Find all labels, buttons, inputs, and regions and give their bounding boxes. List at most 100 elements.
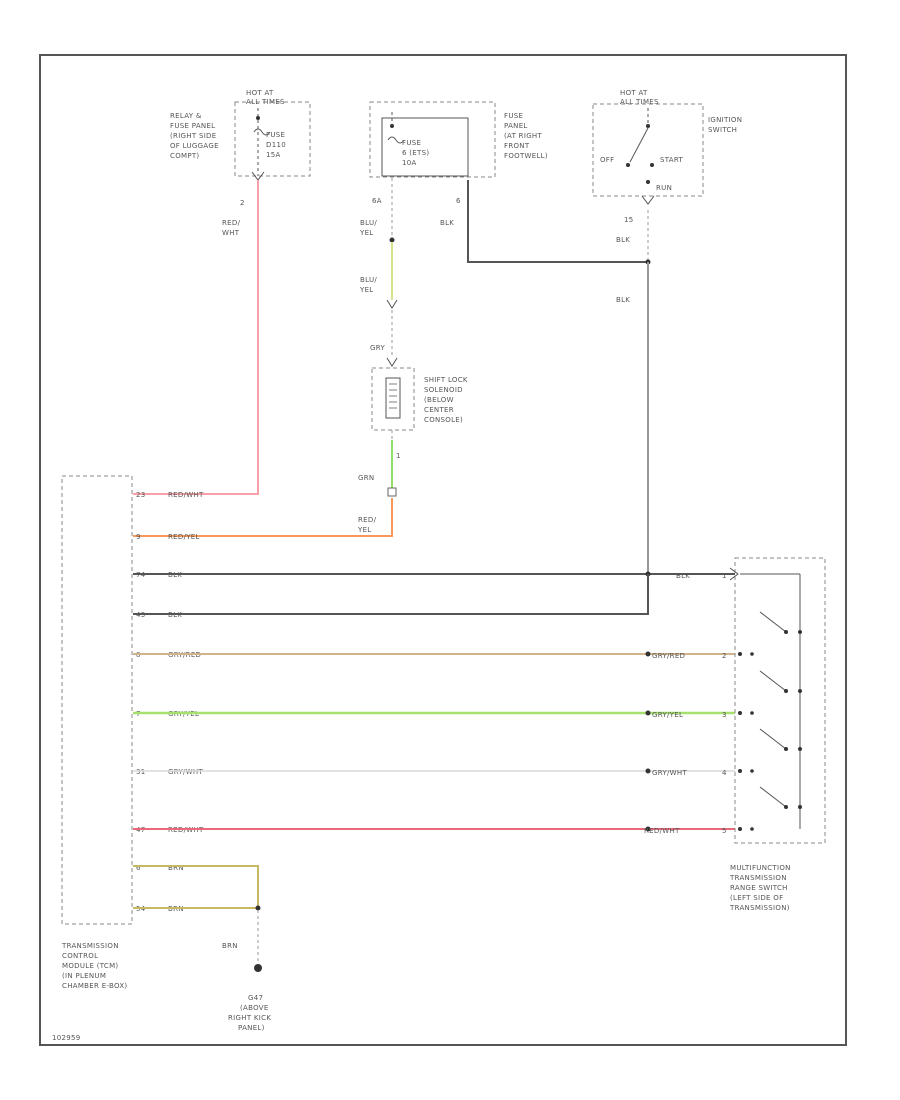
relay-desc-4: OF LUGGAGE (170, 142, 219, 150)
rs-pin-2: 2 (722, 652, 727, 660)
ign-pos-off: OFF (600, 156, 614, 164)
relay-fuse-1: FUSE (266, 131, 285, 139)
fuse-panel-footwell: FUSE 6 (ETS) 10A FUSE PANEL (AT RIGHT FR… (369, 101, 548, 205)
tcm-desc-1: TRANSMISSION (61, 942, 119, 950)
tcm: TRANSMISSION CONTROL MODULE (TCM) (IN PL… (61, 475, 133, 990)
wire-label-blu-yel-top-1: BLU/ (360, 219, 377, 227)
shift-lock-pin: 1 (396, 452, 401, 460)
relay-desc-1: RELAY & (170, 112, 202, 120)
wire-label-blu-yel-mid-2: YEL (359, 286, 374, 294)
tcm-pin-31: 31 (136, 768, 146, 776)
ground-label-2: (ABOVE (240, 1004, 269, 1012)
shift-lock-solenoid: SHIFT LOCK SOLENOID (BELOW CENTER CONSOL… (371, 357, 468, 460)
footwell-pin-left: 6A (372, 197, 382, 205)
relay-fuse-3: 15A (266, 151, 281, 159)
relay-desc-2: FUSE PANEL (170, 122, 215, 130)
fuse-icon (387, 136, 405, 144)
footwell-desc-2: PANEL (504, 122, 528, 130)
ign-desc-1: IGNITION (708, 116, 742, 124)
relay-fuse-panel: HOT AT ALL TIMES RELAY & FUSE PANEL (RIG… (170, 89, 311, 207)
tcm-desc-4: (IN PLENUM (62, 972, 106, 980)
relay-hot-label-2: ALL TIMES (246, 98, 285, 106)
range-switch-desc-5: TRANSMISSION) (729, 904, 790, 912)
shift-lock-desc-1: SHIFT LOCK (424, 376, 468, 384)
ign-switch-arm (629, 127, 649, 163)
range-switch-desc-2: TRANSMISSION (729, 874, 787, 882)
wire-red-yel (133, 498, 393, 537)
ign-pin: 15 (624, 216, 634, 224)
ign-hot-label-1: HOT AT (620, 89, 648, 97)
wire-brn-6 (133, 865, 259, 908)
shift-lock-desc-3: (BELOW (424, 396, 454, 404)
ground-label-3: RIGHT KICK (228, 1014, 271, 1022)
tcm-pin-6: 6 (136, 864, 141, 872)
footwell-fuse-3: 10A (402, 159, 417, 167)
wire-label-red-yel-1: RED/ (358, 516, 377, 524)
wire-blk-fuse (467, 180, 648, 263)
ign-pos-start: START (660, 156, 684, 164)
footer-code: 102959 (52, 1034, 81, 1042)
rs-label-3: GRY/YEL (652, 711, 683, 719)
solenoid-icon (389, 383, 397, 409)
shift-lock-desc-5: CONSOLE) (424, 416, 463, 424)
rs-label-1: BLK (676, 572, 690, 580)
relay-desc-3: (RIGHT SIDE (170, 132, 216, 140)
diagram-frame (39, 54, 847, 1046)
footwell-desc-5: FOOTWELL) (504, 152, 548, 160)
relay-fuse-2: D110 (266, 141, 286, 149)
tcm-desc-2: CONTROL (62, 952, 98, 960)
footwell-fuse-2: 6 (ETS) (402, 149, 429, 157)
tcm-desc-3: MODULE (TCM) (62, 962, 118, 970)
wire-blk-43 (133, 574, 649, 615)
wire-label-red-wht-1: RED/ (222, 219, 241, 227)
switch-contacts (738, 611, 802, 831)
footwell-desc-3: (AT RIGHT (504, 132, 542, 140)
footwell-pin-right: 6 (456, 197, 461, 205)
range-switch-desc-1: MULTIFUNCTION (730, 864, 791, 872)
shift-lock-desc-4: CENTER (424, 406, 454, 414)
wire-label-blu-yel-top-2: YEL (359, 229, 374, 237)
tcm-desc-5: CHAMBER E-BOX) (62, 982, 127, 990)
connector-icon (387, 487, 397, 497)
range-switch-desc-3: RANGE SWITCH (730, 884, 788, 892)
wire-label-grn-shift: GRN (358, 474, 374, 482)
ignition-switch: HOT AT ALL TIMES IGNITION SWITCH OFF STA… (592, 89, 742, 224)
rs-pin-5: 5 (722, 827, 727, 835)
wire-red-wht-top (133, 180, 259, 495)
connector-icon (386, 299, 398, 309)
rs-label-4: GRY/WHT (652, 769, 687, 777)
range-switch: MULTIFUNCTION TRANSMISSION RANGE SWITCH … (729, 557, 826, 912)
rs-label-5: RED/WHT (644, 827, 680, 835)
relay-hot-label-1: HOT AT (246, 89, 274, 97)
wire-label-blk-ign: BLK (616, 236, 630, 244)
range-switch-desc-4: (LEFT SIDE OF (730, 894, 783, 902)
footwell-desc-1: FUSE (504, 112, 523, 120)
wire-label-red-wht-2: WHT (222, 229, 240, 237)
tcm-pin-23: 23 (136, 491, 146, 499)
shift-lock-desc-2: SOLENOID (424, 386, 463, 394)
rs-pin-1: 1 (722, 572, 727, 580)
ign-hot-label-2: ALL TIMES (620, 98, 659, 106)
rs-pin-4: 4 (722, 769, 727, 777)
fuse-icon (253, 128, 271, 136)
wire-label-blk-vert: BLK (616, 296, 630, 304)
ign-pos-run: RUN (656, 184, 672, 192)
tcm-label-9: RED/YEL (168, 533, 200, 541)
wire-label-red-yel-2: YEL (357, 526, 372, 534)
relay-desc-5: COMPT) (170, 152, 199, 160)
tcm-pins: 23 RED/WHT 9 RED/YEL 74 BLK 43 BLK 8 GRY… (136, 491, 204, 913)
ground-label-4: PANEL) (238, 1024, 265, 1032)
footwell-desc-4: FRONT (504, 142, 530, 150)
tcm-label-23: RED/WHT (168, 491, 204, 499)
rs-label-2: GRY/RED (652, 652, 685, 660)
ground-label-1: G47 (248, 994, 263, 1002)
ground-icon (254, 964, 262, 972)
connector-icon (641, 195, 655, 205)
wire-label-blk-fuse: BLK (440, 219, 454, 227)
tcm-label-6: BRN (168, 864, 184, 872)
ign-desc-2: SWITCH (708, 126, 737, 134)
tcm-label-31: GRY/WHT (168, 768, 203, 776)
rs-pin-3: 3 (722, 711, 727, 719)
relay-pin: 2 (240, 199, 245, 207)
